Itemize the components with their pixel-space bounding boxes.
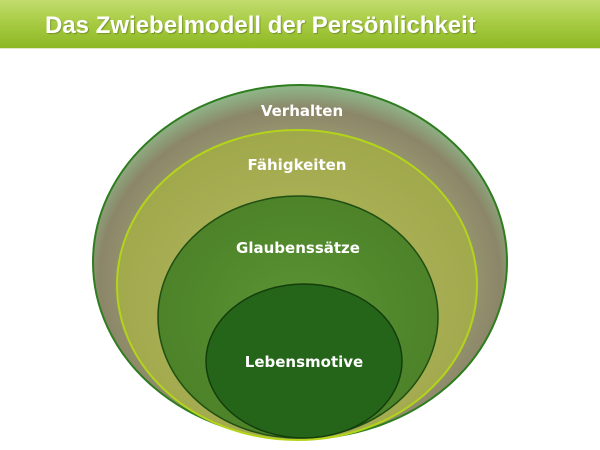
title-bar: Das Zwiebelmodell der Persönlichkeit: [0, 0, 600, 49]
page-title: Das Zwiebelmodell der Persönlichkeit: [45, 12, 476, 39]
label-faehigkeiten: Fähigkeiten: [248, 156, 347, 174]
layer-lebensmotive: [205, 283, 403, 439]
label-verhalten: Verhalten: [261, 102, 343, 120]
label-lebensmotive: Lebensmotive: [245, 353, 363, 371]
label-glaubenssaetze: Glaubenssätze: [236, 239, 360, 257]
